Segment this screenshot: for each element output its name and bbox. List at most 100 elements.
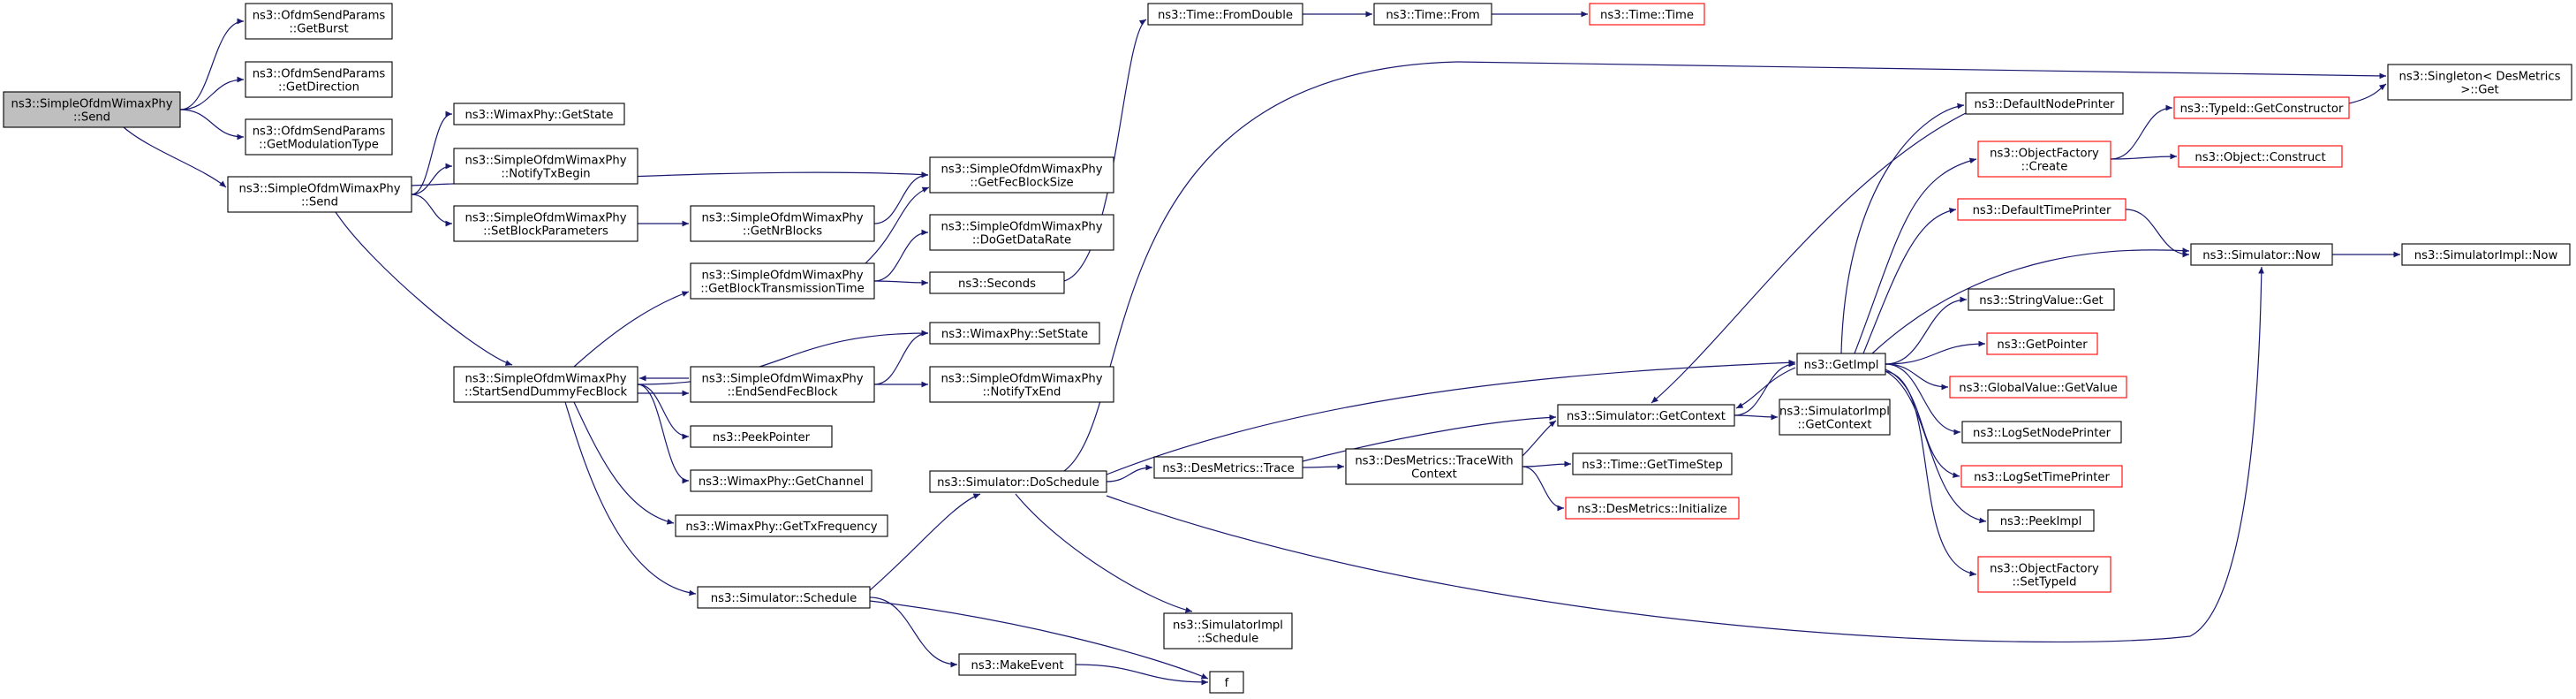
graph-node-simimplnow[interactable]: ns3::SimulatorImpl::Now [2401, 243, 2571, 266]
call-edge [1885, 370, 1977, 577]
node-label: ns3::SimpleOfdmWimaxPhy [941, 373, 1102, 386]
graph-node-gettimestep[interactable]: ns3::Time::GetTimeStep [1572, 452, 1733, 475]
graph-node-getburst[interactable]: ns3::OfdmSendParams::GetBurst [245, 3, 393, 40]
call-edge [1106, 359, 1796, 475]
call-edge [1522, 466, 1565, 512]
node-label: ns3::Time::GetTimeStep [1582, 459, 1722, 472]
node-label: ns3::GetImpl [1804, 359, 1879, 372]
node-box [2190, 243, 2333, 266]
graph-node-peekpointer[interactable]: ns3::PeekPointer [690, 425, 833, 448]
graph-node-simnow[interactable]: ns3::Simulator::Now [2190, 243, 2333, 266]
graph-node-singletonget[interactable]: ns3::Singleton< DesMetrics >::Get [2387, 64, 2572, 101]
graph-node-setstate[interactable]: ns3::WimaxPhy::SetState [929, 322, 1100, 345]
call-edge [637, 330, 929, 385]
node-label: ns3::SimulatorImpl [1173, 619, 1283, 633]
node-label: Context [1411, 468, 1457, 482]
node-box [690, 262, 875, 300]
graph-node-seconds[interactable]: ns3::Seconds [929, 271, 1065, 294]
graph-node-getpointer[interactable]: ns3::GetPointer [1986, 332, 2098, 355]
node-box [1153, 456, 1303, 479]
node-label: ns3::Simulator::GetContext [1567, 410, 1726, 423]
graph-node-typeidgetctor[interactable]: ns3::TypeId::GetConstructor [2173, 96, 2350, 119]
node-label: ::Send [73, 111, 110, 125]
call-edge [1302, 414, 1557, 462]
graph-node-timetime[interactable]: ns3::Time::Time [1589, 3, 1705, 26]
call-edge [335, 211, 513, 366]
call-edge [573, 291, 690, 368]
call-edge [1840, 103, 1965, 354]
call-edge [869, 600, 1209, 680]
graph-node-logtimeprinter[interactable]: ns3::LogSetTimePrinter [1960, 465, 2123, 488]
graph-node-desinitialize[interactable]: ns3::DesMetrics::Initialize [1565, 497, 1740, 520]
graph-node-stringvalueget[interactable]: ns3::StringValue::Get [1968, 288, 2115, 311]
graph-node-getstate[interactable]: ns3::WimaxPhy::GetState [453, 103, 625, 125]
graph-node-settypeid[interactable]: ns3::ObjectFactory::SetTypeId [1977, 556, 2111, 593]
graph-node-getmodtype[interactable]: ns3::OfdmSendParams::GetModulationType [245, 118, 393, 156]
graph-node-doschedule[interactable]: ns3::Simulator::DoSchedule [929, 470, 1107, 493]
node-label: ::NotifyTxBegin [501, 168, 590, 181]
graph-node-notifytxbegin[interactable]: ns3::SimpleOfdmWimaxPhy::NotifyTxBegin [453, 148, 638, 185]
graph-node-getchannel[interactable]: ns3::WimaxPhy::GetChannel [690, 469, 873, 492]
graph-node-getdirection[interactable]: ns3::OfdmSendParams::GetDirection [245, 61, 393, 98]
node-label: ns3::DefaultNodePrinter [1975, 98, 2116, 111]
graph-node-getfecblocksize[interactable]: ns3::SimpleOfdmWimaxPhy::GetFecBlockSize [929, 156, 1114, 194]
graph-node-defaultnodeprinter[interactable]: ns3::DefaultNodePrinter [1965, 92, 2124, 115]
node-box [1961, 421, 2122, 444]
graph-node-notifytxend[interactable]: ns3::SimpleOfdmWimaxPhy::NotifyTxEnd [929, 366, 1114, 403]
graph-node-fromdouble[interactable]: ns3::Time::FromDouble [1147, 3, 1303, 26]
graph-node-defaulttimeprinter[interactable]: ns3::DefaultTimePrinter [1957, 198, 2127, 221]
graph-node-f[interactable]: f [1209, 671, 1244, 694]
graph-node-from[interactable]: ns3::Time::From [1373, 3, 1492, 26]
graph-node-globalvalueget[interactable]: ns3::GlobalValue::GetValue [1949, 376, 2127, 399]
node-label: ns3::SimulatorImpl::Now [2414, 249, 2558, 262]
call-edge [1651, 110, 1970, 404]
node-box [453, 103, 625, 125]
graph-node-getcontext[interactable]: ns3::Simulator::GetContext [1557, 404, 1735, 427]
node-label: ns3::DesMetrics::Initialize [1577, 503, 1727, 516]
node-box [929, 214, 1114, 251]
graph-node-startsenddummy[interactable]: ns3::SimpleOfdmWimaxPhy::StartSendDummyF… [453, 366, 638, 403]
call-edge [1885, 363, 1961, 436]
graph-node-send2[interactable]: ns3::SimpleOfdmWimaxPhy::Send [227, 176, 412, 213]
node-label: ns3::SimpleOfdmWimaxPhy [238, 183, 400, 196]
call-edge [2110, 153, 2178, 160]
call-edge [2110, 104, 2173, 160]
graph-node-getimpl[interactable]: ns3::GetImpl [1796, 353, 1886, 376]
graph-node-peekimpl[interactable]: ns3::PeekImpl [1987, 509, 2095, 532]
graph-node-lognodeprinter[interactable]: ns3::LogSetNodePrinter [1961, 421, 2122, 444]
node-box [1968, 288, 2115, 311]
graph-node-simimplschedule[interactable]: ns3::SimulatorImpl::Schedule [1163, 612, 1293, 650]
node-label: ::Send [301, 196, 338, 209]
node-label: ::SetBlockParameters [483, 225, 608, 239]
graph-node-getblocktxtime[interactable]: ns3::SimpleOfdmWimaxPhy::GetBlockTransmi… [690, 262, 875, 300]
graph-node-schedule[interactable]: ns3::Simulator::Schedule [697, 586, 871, 609]
node-box [3, 91, 181, 128]
graph-node-makeevent[interactable]: ns3::MakeEvent [958, 653, 1076, 676]
node-label: ns3::Object::Construct [2195, 151, 2325, 164]
graph-node-objfactorycreate[interactable]: ns3::ObjectFactory::Create [1977, 141, 2111, 178]
node-label: ns3::OfdmSendParams [253, 10, 386, 23]
graph-node-dogetdatarate[interactable]: ns3::SimpleOfdmWimaxPhy::DoGetDataRate [929, 214, 1114, 251]
call-edge [1063, 61, 2387, 472]
node-box [1949, 376, 2127, 399]
graph-node-desmetricstrace[interactable]: ns3::DesMetrics::Trace [1153, 456, 1303, 479]
graph-node-simimplgetcontext[interactable]: ns3::SimulatorImpl::GetContext [1779, 399, 1891, 436]
node-box [2387, 64, 2572, 101]
node-label: ns3::OfdmSendParams [253, 125, 386, 139]
call-edge [1862, 208, 1957, 354]
node-box [1977, 141, 2111, 178]
graph-node-setblockparams[interactable]: ns3::SimpleOfdmWimaxPhy::SetBlockParamet… [453, 205, 638, 242]
node-box [697, 586, 871, 609]
graph-node-endsendfec[interactable]: ns3::SimpleOfdmWimaxPhy::EndSendFecBlock [690, 366, 875, 403]
node-box [453, 366, 638, 403]
node-label: ::GetContext [1797, 419, 1871, 432]
graph-node-getnrblocks[interactable]: ns3::SimpleOfdmWimaxPhy::GetNrBlocks [690, 205, 875, 242]
call-edge [1854, 157, 1977, 354]
graph-node-gettxfreq[interactable]: ns3::WimaxPhy::GetTxFrequency [675, 514, 888, 537]
node-box [1209, 671, 1244, 694]
node-box [1557, 404, 1735, 427]
call-edge [1106, 266, 2264, 643]
graph-node-objconstruct[interactable]: ns3::Object::Construct [2178, 145, 2343, 168]
node-label: ns3::SimpleOfdmWimaxPhy [941, 221, 1102, 234]
